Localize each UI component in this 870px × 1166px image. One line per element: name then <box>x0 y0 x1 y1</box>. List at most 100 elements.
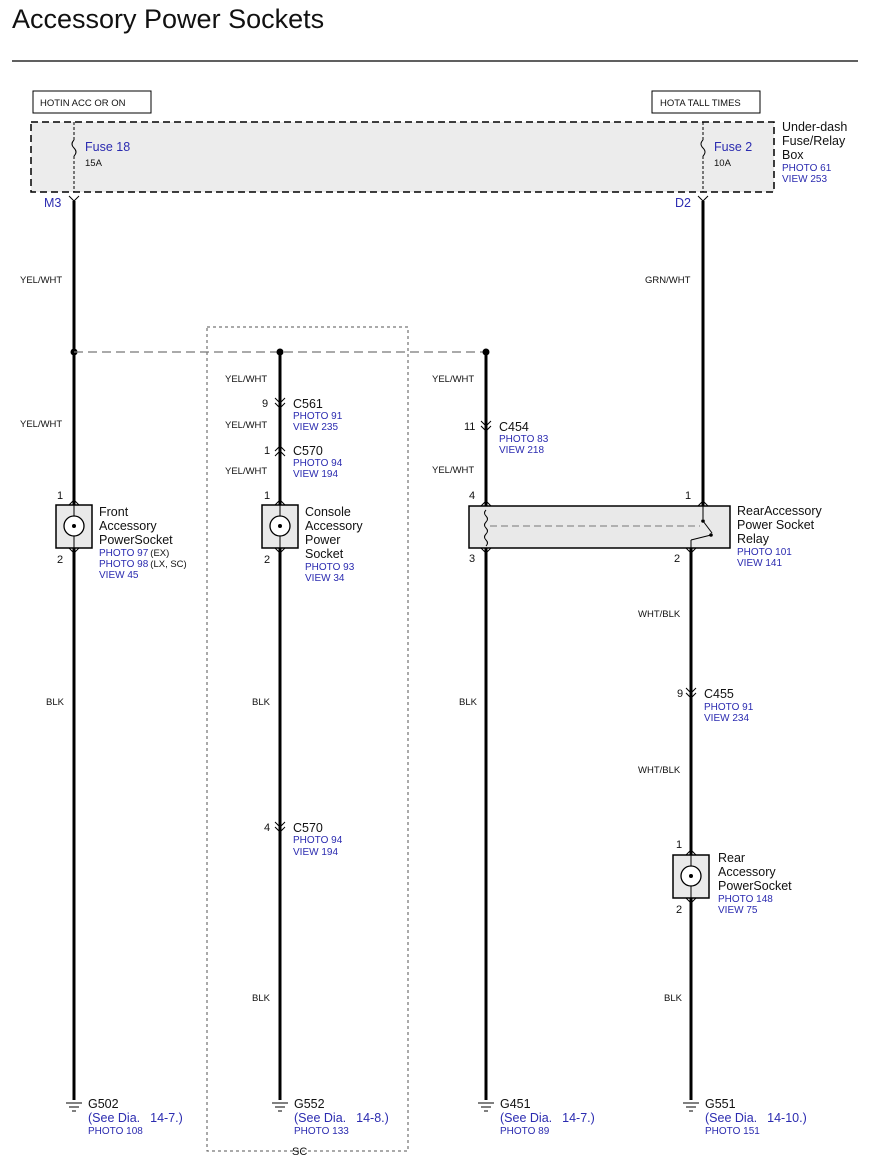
c454-pin: 11 <box>464 421 475 433</box>
g451-see: (See Dia.14-7.) <box>500 1111 595 1125</box>
front-socket-photo2-note: (LX, SC) <box>150 559 186 570</box>
g502-see: (See Dia.14-7.) <box>88 1111 183 1125</box>
ground-icon <box>66 1102 82 1112</box>
console-socket-photo: PHOTO 93 <box>305 562 355 573</box>
front-socket-photo1-line: PHOTO 97(EX) <box>99 548 169 559</box>
front-socket-pin1: 1 <box>57 490 63 502</box>
g502-name: G502 <box>88 1097 119 1111</box>
front-socket-name-2: Accessory <box>99 519 157 533</box>
rear-socket-pin1: 1 <box>676 839 682 851</box>
console-socket-pin1: 1 <box>264 490 270 502</box>
relay-name-1: RearAccessory <box>737 504 822 518</box>
relay-box <box>468 505 731 549</box>
console-socket-name-2: Accessory <box>305 519 363 533</box>
g551-photo: PHOTO 151 <box>705 1126 760 1137</box>
c454-view: VIEW 218 <box>499 445 544 456</box>
input-box-right <box>651 90 761 114</box>
c455-pin: 9 <box>677 688 683 700</box>
wire-label-blk-5: BLK <box>664 993 683 1004</box>
page-title: Accessory Power Sockets <box>12 4 324 34</box>
c454-photo: PHOTO 83 <box>499 434 549 445</box>
g552-name: G552 <box>294 1097 325 1111</box>
rear-socket-pin2: 2 <box>676 904 682 916</box>
front-socket-view: VIEW 45 <box>99 570 139 581</box>
connector-icon <box>274 445 286 457</box>
fuse-18-icon <box>71 139 77 157</box>
c561-photo: PHOTO 91 <box>293 411 343 422</box>
g502-photo: PHOTO 108 <box>88 1126 143 1137</box>
c570a-view: VIEW 194 <box>293 469 338 480</box>
fuse-2-pin: D2 <box>675 196 691 210</box>
rear-socket-view: VIEW 75 <box>718 905 758 916</box>
fusebox-name-3: Box <box>782 148 804 162</box>
relay-name-3: Relay <box>737 532 770 546</box>
wire-label-whtblk-2: WHT/BLK <box>638 765 681 776</box>
console-socket-name-4: Socket <box>305 547 344 561</box>
fusebox-name-1: Under-dash <box>782 120 847 134</box>
fuse-2-rating: 10A <box>714 158 732 169</box>
input-label-right: HOTA TALL TIMES <box>660 98 741 109</box>
front-socket-photo2-line: PHOTO 98(LX, SC) <box>99 559 187 570</box>
wire-label-whtblk-1: WHT/BLK <box>638 609 681 620</box>
c570b-photo: PHOTO 94 <box>293 835 343 846</box>
wire-label-yelwht-4: YEL/WHT <box>225 420 267 431</box>
rear-socket-name-3: PowerSocket <box>718 879 792 893</box>
relay-coil-icon <box>484 509 488 547</box>
relay-pin3: 3 <box>469 553 475 565</box>
relay-pin2: 2 <box>674 553 680 565</box>
connector-icon <box>685 687 697 699</box>
rear-socket-photo: PHOTO 148 <box>718 894 773 905</box>
c455-name: C455 <box>704 687 734 701</box>
front-socket-pin2: 2 <box>57 554 63 566</box>
rear-socket-name-1: Rear <box>718 851 745 865</box>
wire-label-yelwht-3: YEL/WHT <box>225 374 267 385</box>
c561-view: VIEW 235 <box>293 422 338 433</box>
wire-label-yelwht-6: YEL/WHT <box>432 374 474 385</box>
c455-photo: PHOTO 91 <box>704 702 754 713</box>
c570b-pin: 4 <box>264 822 270 834</box>
wire-label-blk-3: BLK <box>252 993 271 1004</box>
g552-see: (See Dia.14-8.) <box>294 1111 389 1125</box>
front-socket-name-1: Front <box>99 505 129 519</box>
c561-name: C561 <box>293 397 323 411</box>
console-socket-name-1: Console <box>305 505 351 519</box>
c561-pin: 9 <box>262 398 268 410</box>
fusebox-view: VIEW 253 <box>782 174 827 185</box>
c454-name: C454 <box>499 420 529 434</box>
front-socket-photo1: PHOTO 97 <box>99 548 149 559</box>
c570b-view: VIEW 194 <box>293 847 338 858</box>
g551-see: (See Dia.14-10.) <box>705 1111 807 1125</box>
wire-label-blk-1: BLK <box>46 697 65 708</box>
wire-label-blk-2: BLK <box>252 697 271 708</box>
front-socket-photo2: PHOTO 98 <box>99 559 149 570</box>
rear-socket-name-2: Accessory <box>718 865 776 879</box>
c455-view: VIEW 234 <box>704 713 749 724</box>
wire-label-grnwht: GRN/WHT <box>645 275 691 286</box>
console-socket-pin2: 2 <box>264 554 270 566</box>
g552-photo: PHOTO 133 <box>294 1126 349 1137</box>
connector-icon <box>274 821 286 833</box>
c570a-name: C570 <box>293 444 323 458</box>
wire-label-yelwht-5: YEL/WHT <box>225 466 267 477</box>
relay-photo: PHOTO 101 <box>737 547 792 558</box>
fusebox-photo: PHOTO 61 <box>782 163 832 174</box>
c570a-photo: PHOTO 94 <box>293 458 343 469</box>
ground-icon <box>478 1102 494 1112</box>
g451-photo: PHOTO 89 <box>500 1126 550 1137</box>
sc-option-box <box>206 326 409 1152</box>
g451-name: G451 <box>500 1097 531 1111</box>
relay-view: VIEW 141 <box>737 558 782 569</box>
fuse-2-name: Fuse 2 <box>714 140 752 154</box>
wire-label-yelwht-1: YEL/WHT <box>20 275 62 286</box>
relay-pin1: 1 <box>685 490 691 502</box>
relay-pin4: 4 <box>469 490 475 502</box>
ground-icon <box>683 1102 699 1112</box>
fuse-18-name: Fuse 18 <box>85 140 130 154</box>
input-label-left: HOTIN ACC OR ON <box>40 98 126 109</box>
ground-icon <box>272 1102 288 1112</box>
console-socket-view: VIEW 34 <box>305 573 345 584</box>
connector-icon <box>480 420 492 432</box>
wire-label-yelwht-2: YEL/WHT <box>20 419 62 430</box>
fuse-18-rating: 15A <box>85 158 103 169</box>
